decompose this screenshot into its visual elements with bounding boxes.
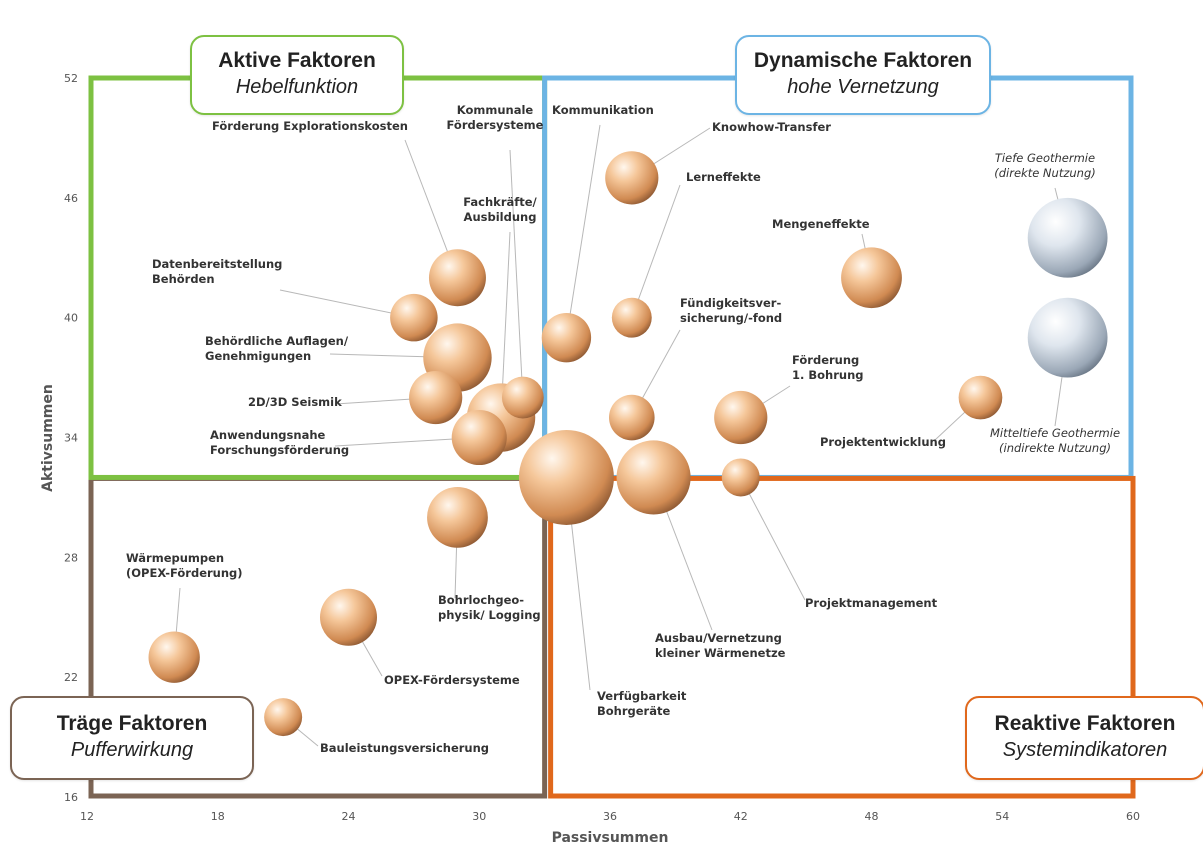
bubble-label: Datenbereitstellung: [152, 257, 282, 271]
bubble: [1027, 297, 1108, 378]
x-tick-label: 60: [1126, 810, 1140, 823]
bubble: [605, 151, 659, 205]
quadrant-reaktiv-title: Reaktive Faktoren: [994, 712, 1176, 735]
bubble-label: Ausbildung: [464, 210, 537, 224]
bubble: [958, 375, 1003, 420]
bubble-label: Bohrgeräte: [597, 704, 670, 718]
bubble-label: Behördliche Auflagen/: [205, 334, 349, 348]
bubble-label: Behörden: [152, 272, 215, 286]
y-tick-label: 34: [64, 432, 78, 445]
bubble-label: 2D/3D Seismik: [248, 395, 342, 409]
bubble-label: 1. Bohrung: [792, 368, 864, 382]
bubble-label: Bauleistungsversicherung: [320, 741, 489, 755]
bubble: [611, 297, 652, 338]
x-tick-label: 12: [80, 810, 94, 823]
x-tick-label: 48: [865, 810, 879, 823]
x-tick-label: 30: [472, 810, 486, 823]
y-axis-title: Aktivsummen: [40, 384, 56, 492]
bubble-label: Wärmepumpen: [126, 551, 224, 565]
quadrant-traege-title: Träge Faktoren: [56, 712, 208, 735]
bubble-label: Fördersysteme: [447, 118, 544, 132]
bubble-label: Kommunikation: [552, 103, 654, 117]
bubble: [451, 409, 507, 466]
quadrant-traege-box: Träge Faktoren Pufferwirkung: [10, 696, 254, 780]
bubble-label: Mitteltiefe Geothermie: [990, 426, 1120, 440]
bubble: [409, 370, 463, 425]
quadrant-dynamisch-box: Dynamische Faktoren hohe Vernetzung: [735, 35, 991, 115]
leader-line: [509, 149, 524, 398]
bubble-label: Verfügbarkeit: [597, 689, 687, 703]
bubble: [390, 293, 438, 342]
bubble-label: Forschungsförderung: [210, 443, 349, 457]
bubble-label: Mengeneffekte: [772, 217, 870, 231]
x-tick-label: 54: [995, 810, 1009, 823]
x-axis-title: Passivsummen: [552, 830, 669, 846]
y-tick-label: 46: [64, 192, 78, 205]
bubble-label: (OPEX-Förderung): [126, 566, 243, 580]
bubble-label: Tiefe Geothermie: [995, 151, 1095, 165]
bubble: [518, 429, 614, 525]
bubble-label: Knowhow-Transfer: [712, 120, 831, 134]
quadrant-aktiv-box: Aktive Faktoren Hebelfunktion: [190, 35, 404, 115]
bubble: [714, 390, 768, 445]
bubble: [721, 458, 760, 497]
bubble-label: Förderung Explorationskosten: [212, 119, 408, 133]
quadrant-aktiv-title: Aktive Faktoren: [218, 49, 376, 72]
x-tick-label: 18: [211, 810, 225, 823]
y-tick-label: 16: [64, 791, 78, 804]
quadrant-reaktiv-box: Reaktive Faktoren Systemindikatoren: [965, 696, 1203, 780]
bubble: [320, 588, 377, 646]
bubble-label: Bohrlochgeo-: [438, 593, 524, 607]
bubble-label: Genehmigungen: [205, 349, 311, 363]
x-tick-label: 36: [603, 810, 617, 823]
y-tick-label: 22: [64, 671, 78, 684]
bubble: [264, 698, 303, 737]
bubble-label: Projektmanagement: [805, 596, 938, 610]
bubble-label: Lerneffekte: [686, 170, 761, 184]
bubble-label: (direkte Nutzung): [994, 166, 1095, 180]
bubble: [841, 247, 902, 309]
quadrant-reaktiv-subtitle: Systemindikatoren: [1002, 739, 1168, 761]
quadrant-traege-subtitle: Pufferwirkung: [70, 739, 194, 761]
quadrant-reaktiv-frame: [548, 475, 1136, 799]
bubble: [427, 486, 488, 548]
y-tick-label: 28: [64, 551, 78, 564]
bubble: [428, 249, 486, 307]
bubble-label: Projektentwicklung: [820, 435, 946, 449]
bubble: [616, 440, 691, 515]
bubble: [608, 394, 655, 441]
y-tick-label: 52: [64, 72, 78, 85]
bubble-label: sicherung/-fond: [680, 311, 782, 325]
leader-line: [565, 124, 601, 338]
leader-line: [740, 477, 806, 601]
bubble: [1027, 197, 1108, 278]
bubble-label: Fachkräfte/: [463, 195, 537, 209]
bubble-label: OPEX-Fördersysteme: [384, 673, 520, 687]
y-tick-label: 40: [64, 312, 78, 325]
bubble-label: kleiner Wärmenetze: [655, 646, 786, 660]
quadrant-aktiv-subtitle: Hebelfunktion: [235, 76, 359, 98]
bubble-label: Anwendungsnahe: [210, 428, 326, 442]
x-tick-label: 42: [734, 810, 748, 823]
bubble: [148, 631, 200, 683]
bubble-label: Kommunale: [457, 103, 534, 117]
bubble: [501, 376, 544, 419]
x-tick-label: 24: [342, 810, 356, 823]
quadrant-dynamisch-title: Dynamische Faktoren: [753, 49, 973, 72]
leader-line: [631, 184, 681, 318]
quadrant-dynamisch-subtitle: hohe Vernetzung: [787, 76, 939, 98]
bubble-label: (indirekte Nutzung): [999, 441, 1111, 455]
bubble-label: Förderung: [792, 353, 859, 367]
bubble-label: Ausbau/Vernetzung: [655, 631, 782, 645]
bubble: [541, 312, 592, 363]
bubble-label: Fündigkeitsver-: [680, 296, 781, 310]
bubble-label: physik/ Logging: [438, 608, 541, 622]
